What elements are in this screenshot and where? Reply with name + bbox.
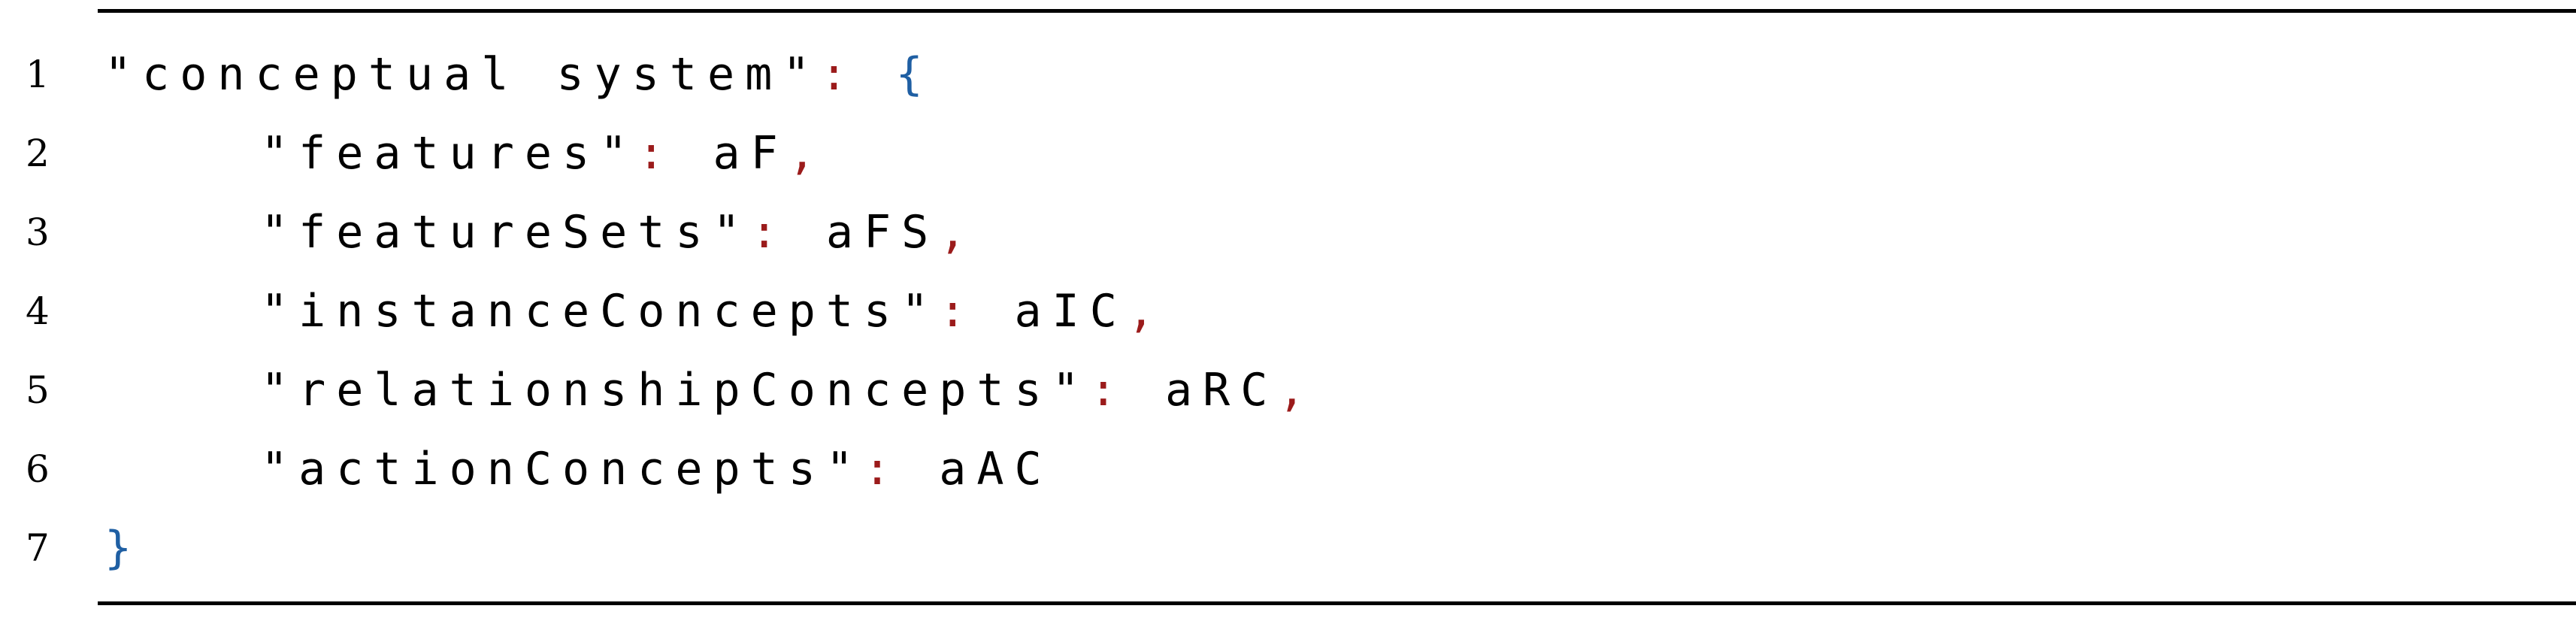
- json-key: "features": [261, 127, 638, 180]
- code-text: "relationshipConcepts": aRC,: [104, 351, 1315, 430]
- code-line: 6 "actionConcepts": aAC: [0, 430, 2576, 509]
- json-key: "instanceConcepts": [261, 285, 940, 338]
- bottom-rule: [98, 601, 2576, 605]
- colon: :: [1089, 364, 1128, 416]
- code-text: "instanceConcepts": aIC,: [104, 272, 1165, 351]
- line-number: 5: [26, 368, 50, 412]
- comma: ,: [939, 206, 977, 259]
- json-key: "relationshipConcepts": [261, 364, 1090, 416]
- code-text: }: [104, 509, 142, 588]
- comma: ,: [1127, 285, 1165, 338]
- colon: :: [750, 206, 789, 259]
- colon: :: [820, 48, 858, 101]
- code-line: 1 "conceptual system": {: [0, 35, 2576, 114]
- code-line: 4 "instanceConcepts": aIC,: [0, 272, 2576, 351]
- json-value: aF: [713, 127, 789, 180]
- json-value: aRC: [1164, 364, 1279, 416]
- top-rule: [98, 9, 2576, 13]
- json-key: "conceptual system": [104, 48, 821, 101]
- colon: :: [863, 443, 902, 495]
- json-value: aFS: [825, 206, 940, 259]
- code-line: 3 "featureSets": aFS,: [0, 193, 2576, 272]
- comma: ,: [788, 127, 826, 180]
- code-text: "actionConcepts": aAC: [104, 430, 1052, 509]
- json-key: "actionConcepts": [261, 443, 864, 495]
- json-key: "featureSets": [261, 206, 751, 259]
- line-number: 1: [26, 53, 50, 96]
- colon: :: [939, 285, 977, 338]
- close-brace: }: [104, 522, 143, 574]
- line-number: 2: [26, 132, 50, 175]
- line-number: 3: [26, 211, 50, 254]
- line-number: 4: [26, 289, 50, 333]
- json-value: aAC: [939, 443, 1052, 495]
- open-brace: {: [895, 48, 934, 101]
- json-value: aIC: [1014, 285, 1128, 338]
- line-number: 6: [26, 447, 50, 491]
- comma: ,: [1278, 364, 1316, 416]
- line-number: 7: [26, 526, 50, 570]
- code-line: 7 }: [0, 509, 2576, 588]
- code-line: 2 "features": aF,: [0, 114, 2576, 193]
- code-listing: 1 "conceptual system": { 2 "features": a…: [0, 35, 2576, 588]
- code-line: 5 "relationshipConcepts": aRC,: [0, 351, 2576, 430]
- code-text: "features": aF,: [104, 114, 826, 193]
- colon: :: [637, 127, 676, 180]
- code-text: "featureSets": aFS,: [104, 193, 976, 272]
- code-text: "conceptual system": {: [104, 35, 934, 114]
